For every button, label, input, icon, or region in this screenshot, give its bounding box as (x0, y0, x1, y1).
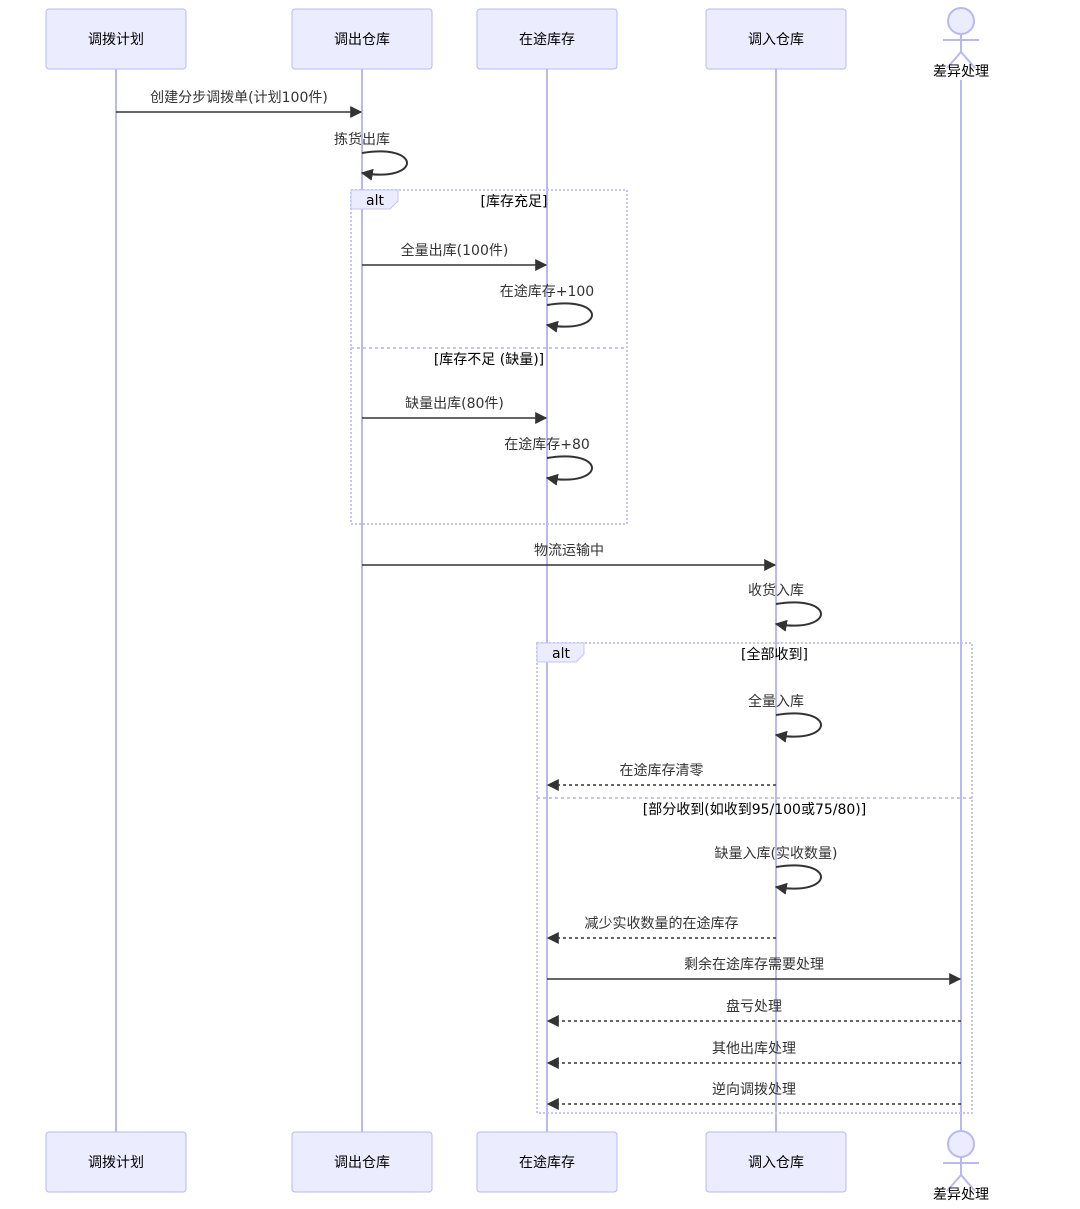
actor-leg (960, 51, 976, 69)
actor-head (947, 7, 975, 35)
participant-box-transit-top (476, 8, 618, 70)
message-label: 全量出库(100件) (401, 242, 509, 259)
message-label: 在途库存清零 (620, 762, 704, 779)
message-label: 在途库存+80 (504, 436, 590, 453)
alt-label: alt (366, 193, 384, 209)
actor-leg (946, 1174, 962, 1192)
participant-label-plan-bottom: 调拨计划 (88, 1155, 144, 1171)
participant-label-out-top: 调出仓库 (334, 32, 390, 48)
message-label: 缺量入库(实收数量) (715, 846, 838, 862)
alt-condition: [全部收到] (741, 646, 808, 663)
participant-label-plan-top: 调拨计划 (88, 32, 144, 48)
participant-box-out-top (291, 8, 433, 70)
alt-fragment-box (536, 642, 973, 1114)
participant-label-out-bottom: 调出仓库 (334, 1155, 390, 1171)
actor-label-diff-top: 差异处理 (933, 64, 989, 80)
actor-icon-diff-top (943, 7, 979, 69)
message-label: 剩余在途库存需要处理 (684, 956, 824, 973)
alt-condition: [库存充足] (481, 194, 548, 210)
alt-fragment-box (350, 189, 628, 525)
actor-icon-diff-bottom (943, 1130, 979, 1192)
participant-box-transit-bottom (476, 1131, 618, 1193)
message-label: 其他出库处理 (712, 1041, 796, 1057)
participant-label-in-top: 调入仓库 (748, 32, 804, 48)
alt-condition: [部分收到(如收到95/100或75/80)] (643, 802, 866, 818)
message-label: 在途库存+100 (500, 283, 594, 300)
message-label: 逆向调拨处理 (712, 1082, 796, 1098)
actor-leg (946, 51, 962, 69)
message-label: 缺量出库(80件) (405, 396, 504, 412)
self-message-arrow (360, 150, 408, 181)
participant-label-transit-bottom: 在途库存 (519, 1154, 575, 1171)
participant-box-in-top (705, 8, 847, 70)
self-message-arrow (774, 601, 822, 632)
alt-condition: [库存不足 (缺量)] (434, 352, 544, 368)
participant-box-plan-bottom (45, 1131, 187, 1193)
self-message-arrow (545, 302, 593, 333)
alt-label-tab (350, 189, 399, 210)
self-message-arrow (774, 712, 822, 743)
message-label: 减少实收数量的在途库存 (585, 915, 739, 932)
participant-box-in-bottom (705, 1131, 847, 1193)
actor-leg (960, 1174, 976, 1192)
participant-box-plan-top (45, 8, 187, 70)
message-label: 创建分步调拨单(计划100件) (150, 90, 328, 106)
participant-label-in-bottom: 调入仓库 (748, 1155, 804, 1171)
self-message-arrow (545, 455, 593, 486)
message-label: 全量入库 (748, 693, 804, 710)
self-message-arrow (774, 864, 822, 895)
actor-head (947, 1130, 975, 1158)
message-label: 拣货出库 (334, 131, 390, 148)
actor-label-diff-bottom: 差异处理 (933, 1187, 989, 1203)
message-label: 盘亏处理 (726, 998, 782, 1015)
alt-label-tab (536, 642, 585, 663)
message-label: 收货入库 (748, 582, 804, 599)
participant-box-out-bottom (291, 1131, 433, 1193)
participant-label-transit-top: 在途库存 (519, 31, 575, 48)
alt-label: alt (552, 646, 570, 662)
message-label: 物流运输中 (534, 543, 604, 559)
